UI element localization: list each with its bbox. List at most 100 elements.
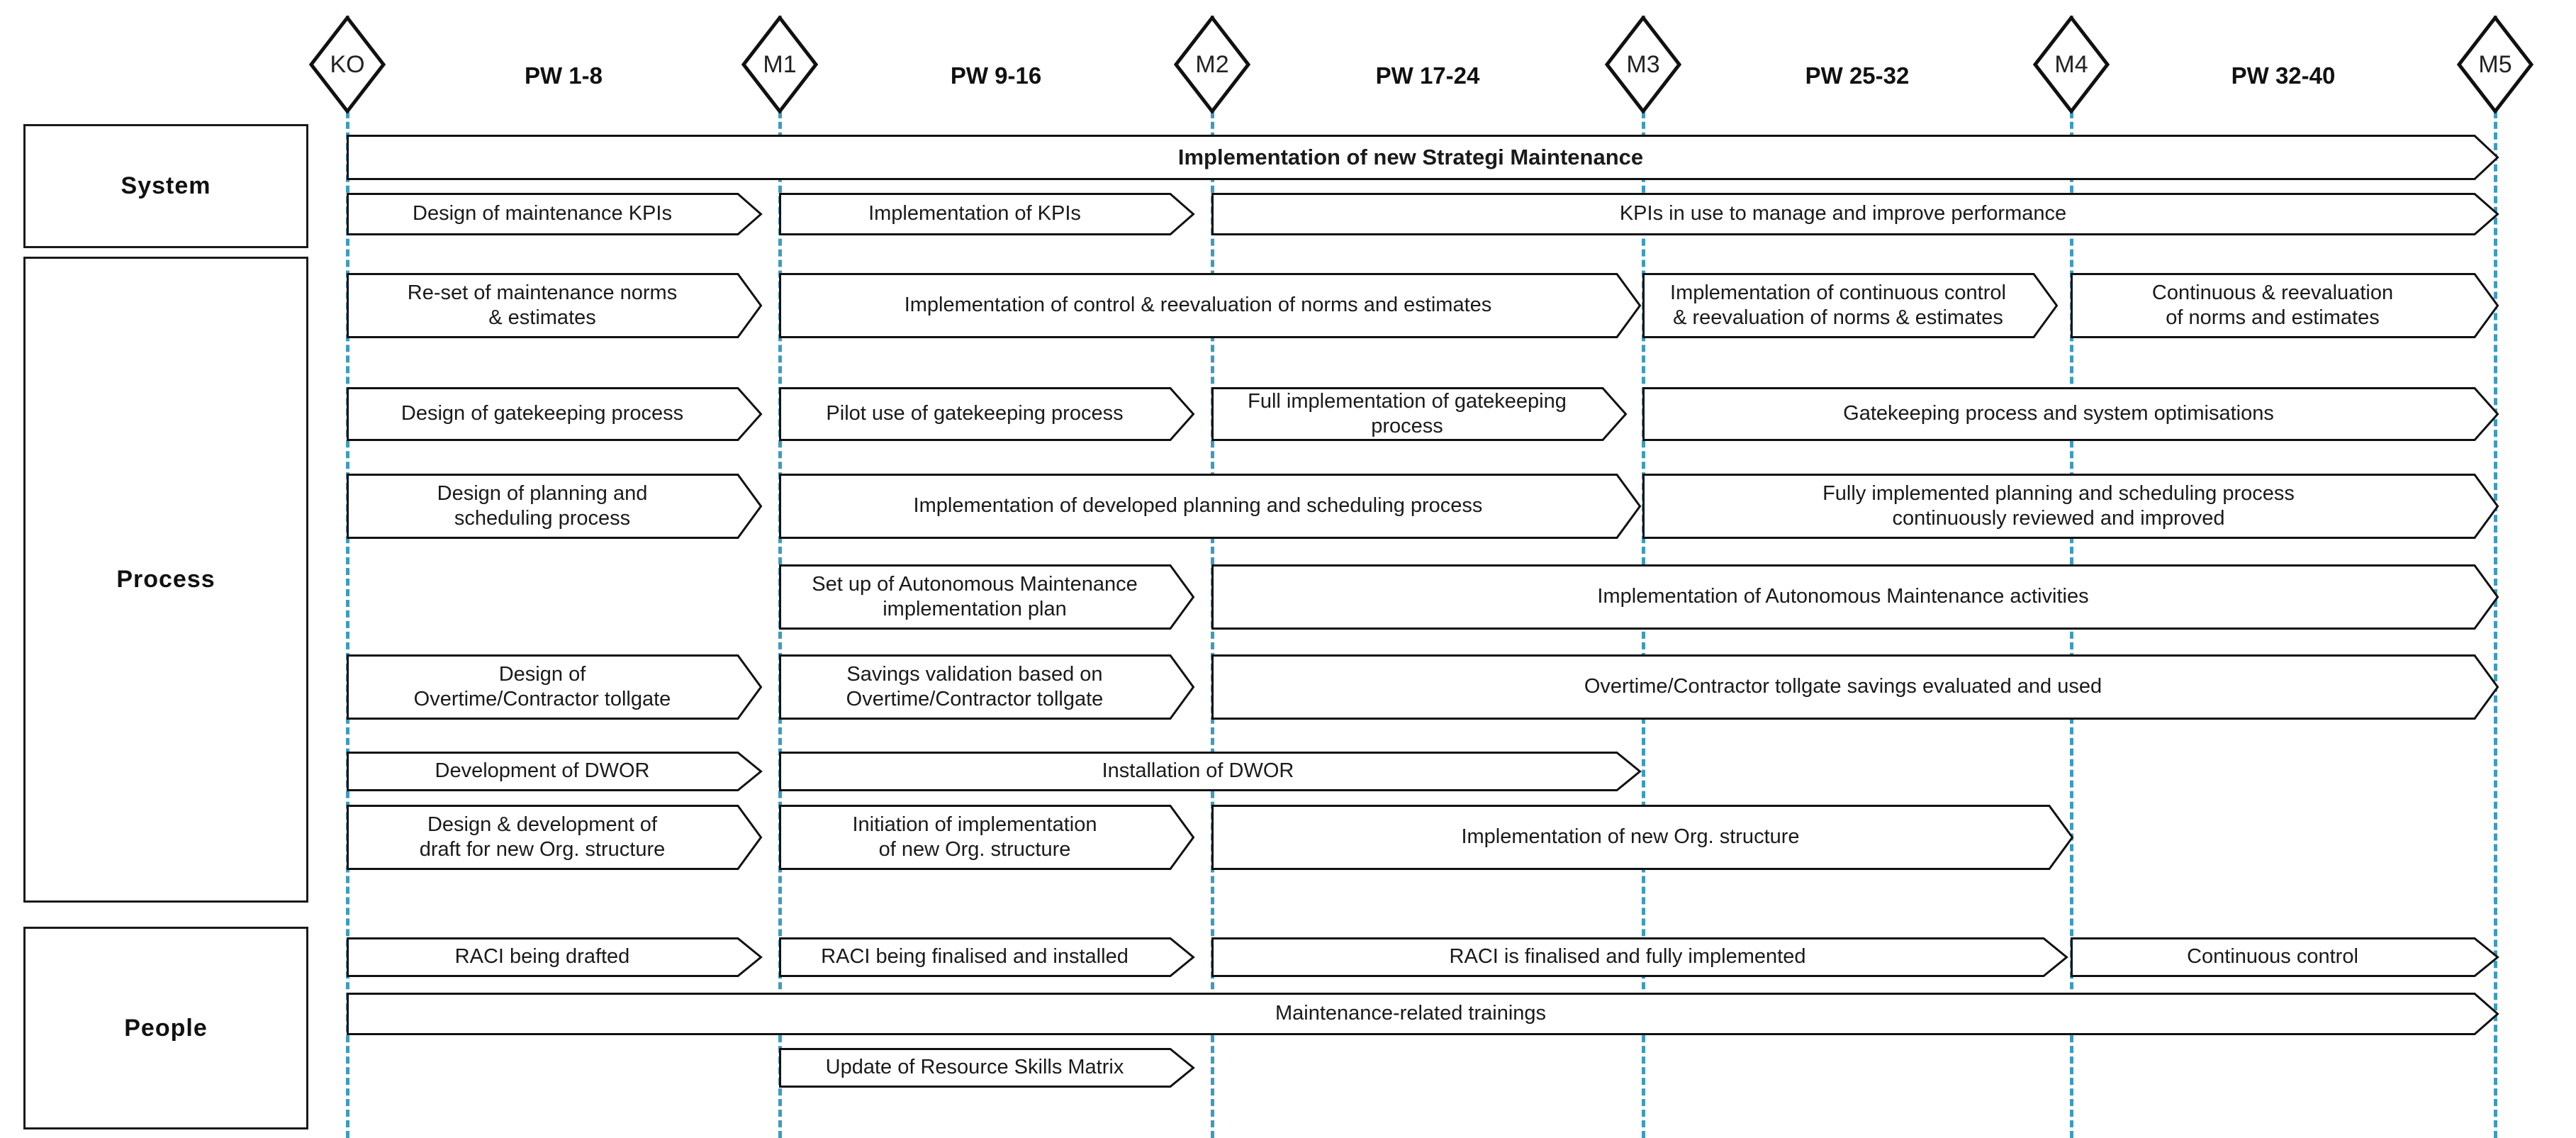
period-label-pw-17-24: PW 17-24 [1375, 62, 1480, 89]
activity-bar-label: Implementation of new Strategi Maintenan… [1177, 145, 1644, 170]
activity-bar-reset-norms-estimates[interactable]: Re-set of maintenance norms & estimates [347, 273, 762, 338]
chevron-shape [347, 993, 2499, 1035]
period-label-pw-25-32: PW 25-32 [1805, 62, 1910, 89]
chevron-shape [779, 752, 1641, 791]
activity-bar-impl-new-org-structure[interactable]: Implementation of new Org. structure [1211, 805, 2073, 870]
activity-bar-pilot-gatekeeping[interactable]: Pilot use of gatekeeping process [779, 387, 1194, 441]
activity-bar-overtime-savings-evaluated[interactable]: Overtime/Contractor tollgate savings eva… [1211, 654, 2499, 720]
chevron-shape [779, 805, 1194, 870]
activity-bar-label: Pilot use of gatekeeping process [826, 402, 1124, 425]
activity-bar-raci-fully-implemented[interactable]: RACI is finalised and fully implemented [1211, 937, 2068, 977]
swimlane-box-process: Process [23, 257, 308, 903]
activity-bar-kpis-in-use[interactable]: KPIs in use to manage and improve perfor… [1211, 193, 2499, 235]
activity-bar-design-planning-scheduling[interactable]: Design of planning and scheduling proces… [347, 474, 762, 539]
chevron-shape [1211, 387, 1627, 441]
chevron-shape [347, 474, 762, 539]
milestone-marker-m2[interactable]: M2 [1174, 16, 1250, 113]
activity-bar-label: Maintenance-related trainings [1275, 1002, 1547, 1025]
activity-bar-label: Set up of Autonomous Maintenance impleme… [812, 572, 1138, 620]
chevron-shape [347, 135, 2499, 180]
chevron-shape [779, 564, 1194, 630]
chevron-shape [2071, 273, 2499, 338]
milestone-marker-ko[interactable]: KO [309, 16, 386, 113]
chevron-shape [1211, 193, 2499, 235]
diamond-icon [1174, 16, 1250, 113]
activity-bar-design-draft-org-structure[interactable]: Design & development of draft for new Or… [347, 805, 762, 870]
chevron-shape [779, 654, 1194, 720]
activity-bar-impl-continuous-control[interactable]: Implementation of continuous control & r… [1642, 273, 2058, 338]
activity-bar-impl-new-strategy[interactable]: Implementation of new Strategi Maintenan… [347, 135, 2499, 180]
activity-bar-raci-being-drafted[interactable]: RACI being drafted [347, 937, 762, 977]
activity-bar-implementation-of-kpis[interactable]: Implementation of KPIs [779, 193, 1194, 235]
activity-bar-maintenance-related-trainings[interactable]: Maintenance-related trainings [347, 993, 2499, 1035]
chevron-shape [779, 937, 1194, 977]
activity-bar-label: Savings validation based on Overtime/Con… [846, 662, 1104, 710]
activity-bar-label: Design of Overtime/Contractor tollgate [413, 662, 671, 710]
activity-bar-design-overtime-tollgate[interactable]: Design of Overtime/Contractor tollgate [347, 654, 762, 720]
milestone-label: M2 [1195, 50, 1229, 78]
activity-bar-label: Update of Resource Skills Matrix [825, 1056, 1124, 1079]
activity-bar-development-of-dwor[interactable]: Development of DWOR [347, 752, 762, 791]
activity-bar-label: RACI being drafted [454, 945, 630, 969]
activity-bar-design-gatekeeping[interactable]: Design of gatekeeping process [347, 387, 762, 441]
activity-bar-label: Gatekeeping process and system optimisat… [1843, 402, 2274, 425]
milestone-label: M5 [2478, 50, 2512, 78]
chevron-shape [347, 654, 762, 720]
chevron-shape [347, 805, 762, 870]
activity-bar-label: Implementation of Autonomous Maintenance… [1597, 585, 2089, 608]
activity-bar-full-impl-gatekeeping[interactable]: Full implementation of gatekeeping proce… [1211, 387, 1627, 441]
activity-bar-initiation-impl-org-structure[interactable]: Initiation of implementation of new Org.… [779, 805, 1194, 870]
chevron-shape [779, 387, 1194, 441]
period-label-pw-9-16: PW 9-16 [950, 62, 1042, 89]
chevron-shape [1211, 805, 2073, 870]
activity-bar-gatekeeping-optimisations[interactable]: Gatekeeping process and system optimisat… [1642, 387, 2499, 441]
activity-bar-label: RACI being finalised and installed [821, 945, 1129, 969]
activity-bar-label: Implementation of KPIs [868, 202, 1081, 225]
milestone-label: M4 [2054, 50, 2088, 78]
activity-bar-continuous-control[interactable]: Continuous control [2071, 937, 2499, 977]
activity-bar-label: Design & development of draft for new Or… [419, 813, 666, 861]
activity-bar-raci-finalised-installed[interactable]: RACI being finalised and installed [779, 937, 1194, 977]
chevron-shape [1211, 654, 2499, 720]
period-label-pw-1-8: PW 1-8 [524, 62, 603, 89]
chevron-shape [2071, 937, 2499, 977]
activity-bar-setup-autonomous-maintenance[interactable]: Set up of Autonomous Maintenance impleme… [779, 564, 1194, 630]
chevron-shape [347, 273, 762, 338]
chevron-shape [347, 193, 762, 235]
chevron-shape [1642, 273, 2058, 338]
activity-bar-label: Design of maintenance KPIs [413, 202, 672, 225]
swimlane-label: System [121, 172, 211, 199]
chevron-shape [1642, 387, 2499, 441]
activity-bar-impl-developed-planning[interactable]: Implementation of developed planning and… [779, 474, 1641, 539]
activity-bar-label: Re-set of maintenance norms & estimates [407, 281, 678, 329]
activity-bar-savings-validation-tollgate[interactable]: Savings validation based on Overtime/Con… [779, 654, 1194, 720]
chevron-shape [347, 752, 762, 791]
diamond-icon [309, 16, 386, 113]
period-label-pw-32-40: PW 32-40 [2231, 62, 2336, 89]
activity-bar-design-maintenance-kpis[interactable]: Design of maintenance KPIs [347, 193, 762, 235]
chevron-shape [1211, 937, 2068, 977]
activity-bar-impl-control-reevaluation[interactable]: Implementation of control & reevaluation… [779, 273, 1641, 338]
swimlane-label: People [124, 1014, 208, 1042]
milestone-marker-m1[interactable]: M1 [741, 16, 818, 113]
milestone-label: M3 [1626, 50, 1660, 78]
activity-bar-continuous-reevaluation-norms[interactable]: Continuous & reevaluation of norms and e… [2071, 273, 2499, 338]
diamond-icon [2457, 16, 2533, 113]
activity-bar-installation-of-dwor[interactable]: Installation of DWOR [779, 752, 1641, 791]
chevron-shape [779, 474, 1641, 539]
chevron-shape [347, 937, 762, 977]
milestone-marker-m3[interactable]: M3 [1605, 16, 1681, 113]
milestone-marker-m5[interactable]: M5 [2457, 16, 2533, 113]
activity-bar-label: RACI is finalised and fully implemented [1449, 945, 1806, 969]
activity-bar-label: Design of gatekeeping process [401, 402, 684, 425]
activity-bar-update-resource-skills-matrix[interactable]: Update of Resource Skills Matrix [779, 1048, 1194, 1088]
milestone-label: M1 [763, 50, 797, 78]
activity-bar-fully-implemented-planning[interactable]: Fully implemented planning and schedulin… [1642, 474, 2499, 539]
activity-bar-label: Continuous control [2187, 945, 2358, 969]
swimlane-box-people: People [23, 927, 308, 1129]
timeline-gridline-ko [346, 16, 349, 1138]
activity-bar-impl-autonomous-maintenance[interactable]: Implementation of Autonomous Maintenance… [1211, 564, 2499, 630]
milestone-label: KO [330, 50, 365, 78]
milestone-marker-m4[interactable]: M4 [2033, 16, 2110, 113]
